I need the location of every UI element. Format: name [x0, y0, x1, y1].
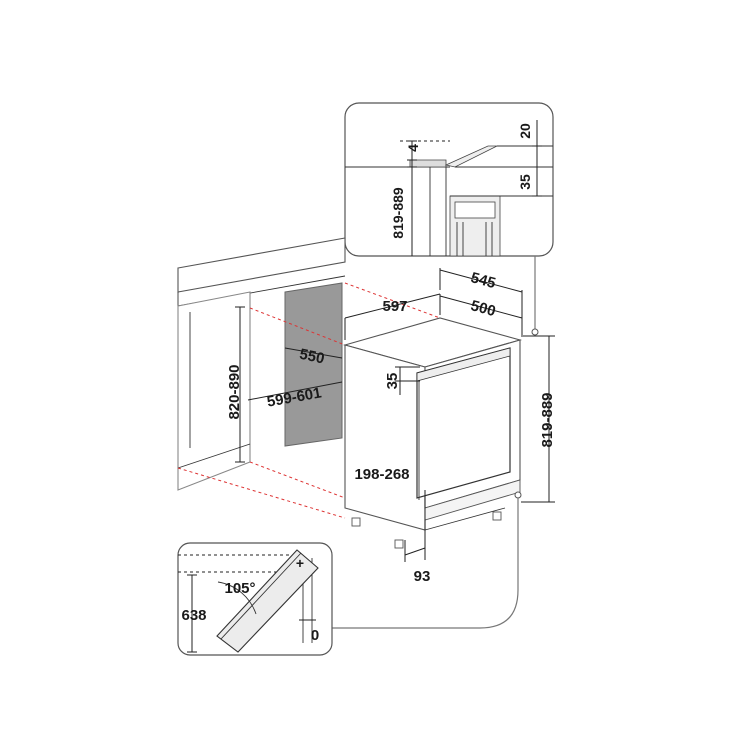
plus-icon: + [296, 555, 304, 571]
detail-connector-bottom [332, 498, 519, 629]
detail-box-top: 4 20 35 819-889 [344, 102, 554, 257]
niche-dim-820-890: 820-890 [226, 364, 243, 419]
kitchen-niche: 820-890 550 599-601 [177, 237, 441, 519]
door-dim-105: 105° [224, 580, 255, 597]
detail-dim-20: 20 [517, 123, 533, 139]
detail-box-door: + 105° 638 0 [177, 542, 333, 656]
detail-dim-819-889: 819-889 [390, 187, 406, 239]
appliance-dim-597: 597 [382, 298, 407, 315]
fridge-appliance [342, 317, 523, 549]
detail-dim-4: 4 [405, 144, 421, 152]
appliance-dim-545: 545 [469, 269, 498, 292]
door-dim-0: 0 [311, 627, 319, 644]
detail-dim-35: 35 [517, 174, 533, 190]
appliance-dim-819-889: 819-889 [539, 392, 556, 447]
appliance-dim-198-268: 198-268 [354, 466, 409, 483]
appliance-dimensions: 597 545 500 35 819-889 198-268 93 [344, 268, 556, 585]
appliance-dim-35: 35 [384, 373, 401, 390]
appliance-dim-500: 500 [469, 297, 498, 320]
door-dim-638: 638 [181, 607, 206, 624]
niche-dim-550: 550 [298, 346, 326, 368]
appliance-dim-93: 93 [414, 568, 431, 585]
